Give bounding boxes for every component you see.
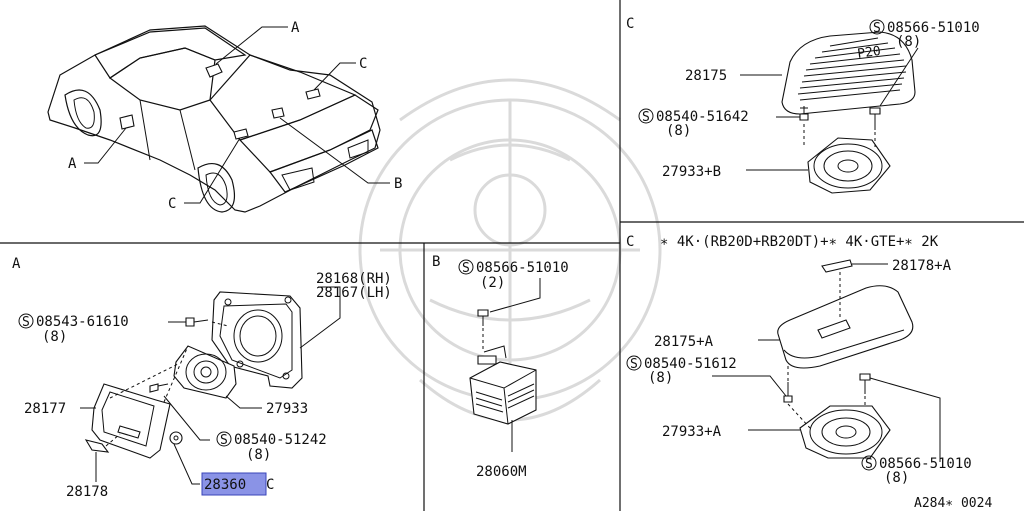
c-top-screw-part: 08540-51642 xyxy=(656,109,749,125)
c-top-screw-qty: (8) xyxy=(666,123,691,139)
b-bolt-qty: (2) xyxy=(480,275,505,291)
b-bolt-s-symbol: S xyxy=(462,261,470,276)
c-top-bolt-s-symbol: S xyxy=(873,21,881,36)
car-overview xyxy=(47,25,381,213)
c-top-screw-s-symbol: S xyxy=(642,110,650,125)
car-callout-a-roof: A xyxy=(291,20,300,36)
c-bottom-bolt-qty: (8) xyxy=(884,470,909,486)
a-bracket xyxy=(211,291,303,389)
section-label-c-top: C xyxy=(626,16,634,32)
a-speaker xyxy=(173,345,237,399)
car-callout-a-door: A xyxy=(68,156,77,172)
b-bolt-part: 08566-51010 xyxy=(476,260,569,276)
c-bottom-screw xyxy=(783,382,793,403)
a-bolt-part: 08543-61610 xyxy=(36,314,129,330)
a-screw-part: 08540-51242 xyxy=(234,432,327,448)
a-grille xyxy=(91,383,171,459)
highlight-box[interactable] xyxy=(201,472,267,496)
b-amplifier-part: 28060M xyxy=(476,464,527,480)
c-bottom-condition: ∗ 4K·(RB20D+RB20DT)+∗ 4K·GTE+∗ 2K xyxy=(660,234,939,250)
c-top-bolt-part: 08566-51010 xyxy=(887,20,980,36)
car-callout-c-quarter: C xyxy=(168,196,176,212)
section-label-a: A xyxy=(12,256,21,272)
a-speaker-part: 27933 xyxy=(266,401,308,417)
c-bottom-bolt-s-symbol: S xyxy=(865,457,873,472)
car-callout-lines xyxy=(84,26,390,204)
c-bottom-screw-part: 08540-51612 xyxy=(644,356,737,372)
c-top-screw-left xyxy=(799,106,809,121)
a-screw-qty: (8) xyxy=(246,447,271,463)
a-highlighted-part[interactable]: 28360 xyxy=(204,477,246,493)
c-top-bolt-right xyxy=(869,107,881,130)
c-bottom-speaker-part: 27933+A xyxy=(662,424,722,440)
c-top-cover-part: 28175 xyxy=(685,68,727,84)
c-bottom-badge-part: 28178+A xyxy=(892,258,952,274)
a-washer xyxy=(169,431,183,445)
c-bottom-badge xyxy=(821,259,853,273)
a-bolt-qty: (8) xyxy=(42,329,67,345)
a-bracket-rh: 28168(RH) xyxy=(316,271,392,287)
c-bottom-screw-s-symbol: S xyxy=(630,357,638,372)
a-bolt-s-symbol: S xyxy=(22,315,30,330)
section-label-b: B xyxy=(432,254,440,270)
a-bolt xyxy=(185,317,209,327)
a-screw xyxy=(149,383,169,393)
c-top-bolt-qty: (8) xyxy=(896,34,921,50)
c-bottom-cover xyxy=(777,285,914,369)
car-callout-b-trunk: B xyxy=(394,176,402,192)
car-callout-c-deck: C xyxy=(359,56,367,72)
c-top-cover-marking: P20 xyxy=(856,44,881,62)
a-screw-s-symbol: S xyxy=(220,433,228,448)
c-bottom-screw-qty: (8) xyxy=(648,370,673,386)
section-label-c-bottom: C xyxy=(626,234,634,250)
c-bottom-bolt xyxy=(859,373,871,394)
c-top-speaker-part: 27933+B xyxy=(662,164,721,180)
c-top-cover xyxy=(781,31,916,115)
a-clip-part: 28178 xyxy=(66,484,108,500)
a-clip xyxy=(84,439,110,453)
b-bolt xyxy=(477,309,489,326)
c-top-speaker xyxy=(807,137,891,194)
a-bracket-lh: 28167(LH) xyxy=(316,285,392,301)
a-grille-part: 28177 xyxy=(24,401,66,417)
footer-code: A284∗ 0024 xyxy=(914,496,992,511)
c-bottom-bolt-part: 08566-51010 xyxy=(879,456,972,472)
c-bottom-speaker xyxy=(799,405,891,459)
c-bottom-cover-part: 28175+A xyxy=(654,334,714,350)
b-amplifier xyxy=(469,345,537,425)
a-highlighted-suffix: C xyxy=(266,477,274,493)
